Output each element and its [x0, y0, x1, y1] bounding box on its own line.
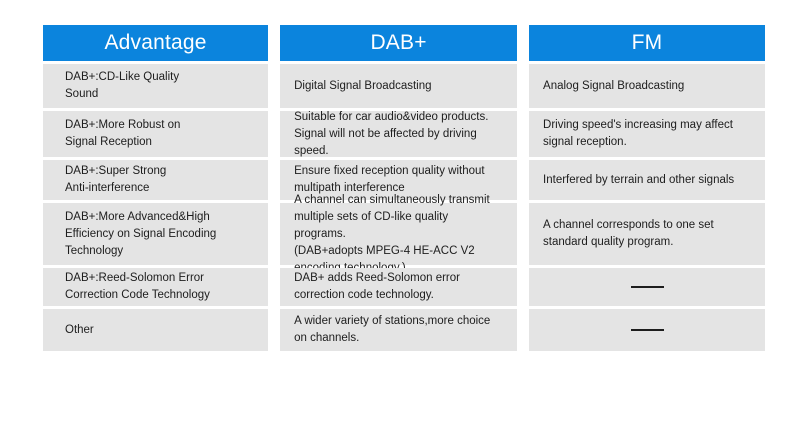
- table-cell: DAB+:More Robust on Signal Reception: [43, 111, 269, 157]
- em-dash-placeholder-icon: [630, 329, 664, 331]
- table-cell: DAB+ adds Reed-Solomon error correction …: [280, 268, 518, 306]
- cell-text: DAB+ adds Reed-Solomon error correction …: [294, 272, 460, 301]
- cell-text: A wider variety of stations,more choice …: [294, 315, 491, 344]
- column-header-advantage: Advantage: [43, 25, 269, 61]
- em-dash-placeholder-icon: [630, 286, 664, 288]
- table-cell: Driving speed's increasing may affect si…: [529, 111, 765, 157]
- cell-text: Digital Signal Broadcasting: [294, 79, 432, 92]
- cell-text: DAB+:More Robust on Signal Reception: [65, 119, 181, 148]
- cell-text: DAB+:More Advanced&High Efficiency on Si…: [65, 210, 217, 257]
- cell-text: Interfered by terrain and other signals: [543, 173, 735, 186]
- comparison-table: Advantage DAB+:CD-Like Quality Sound DAB…: [43, 25, 765, 351]
- table-cell: DAB+:Super Strong Anti-interference: [43, 160, 269, 200]
- cell-text: DAB+:CD-Like Quality Sound: [65, 71, 180, 100]
- column-fm: FM Analog Signal Broadcasting Driving sp…: [529, 25, 765, 351]
- table-cell: DAB+:Reed-Solomon Error Correction Code …: [43, 268, 269, 306]
- table-cell: Suitable for car audio&video products. S…: [280, 110, 518, 157]
- table-cell: Analog Signal Broadcasting: [529, 64, 765, 108]
- cell-text: A channel can simultaneously transmit mu…: [294, 193, 490, 274]
- cell-text: DAB+:Reed-Solomon Error Correction Code …: [65, 272, 210, 301]
- table-cell: Interfered by terrain and other signals: [529, 160, 765, 200]
- column-dabplus: DAB+ Digital Signal Broadcasting Suitabl…: [280, 25, 518, 351]
- table-cell: DAB+:CD-Like Quality Sound: [43, 64, 269, 108]
- table-cell: Ensure fixed reception quality without m…: [280, 160, 518, 200]
- table-cell: A channel can simultaneously transmit mu…: [280, 194, 518, 274]
- table-cell: [529, 309, 765, 351]
- table-cell: [529, 268, 765, 306]
- column-header-dabplus: DAB+: [280, 25, 518, 61]
- column-header-fm: FM: [529, 25, 765, 61]
- table-cell: Digital Signal Broadcasting: [280, 64, 518, 108]
- cell-text: Suitable for car audio&video products. S…: [294, 110, 489, 157]
- table-cell: Other: [43, 309, 269, 351]
- cell-text: Driving speed's increasing may affect si…: [543, 119, 733, 148]
- cell-text: A channel corresponds to one set standar…: [543, 219, 714, 248]
- cell-text: DAB+:Super Strong Anti-interference: [65, 165, 167, 194]
- table-cell: DAB+:More Advanced&High Efficiency on Si…: [43, 203, 269, 265]
- cell-text: Analog Signal Broadcasting: [543, 79, 685, 92]
- table-cell: A channel corresponds to one set standar…: [529, 203, 765, 265]
- table-cell: A wider variety of stations,more choice …: [280, 309, 518, 351]
- column-advantage: Advantage DAB+:CD-Like Quality Sound DAB…: [43, 25, 269, 351]
- cell-text: Ensure fixed reception quality without m…: [294, 165, 485, 194]
- cell-text: Other: [65, 323, 94, 336]
